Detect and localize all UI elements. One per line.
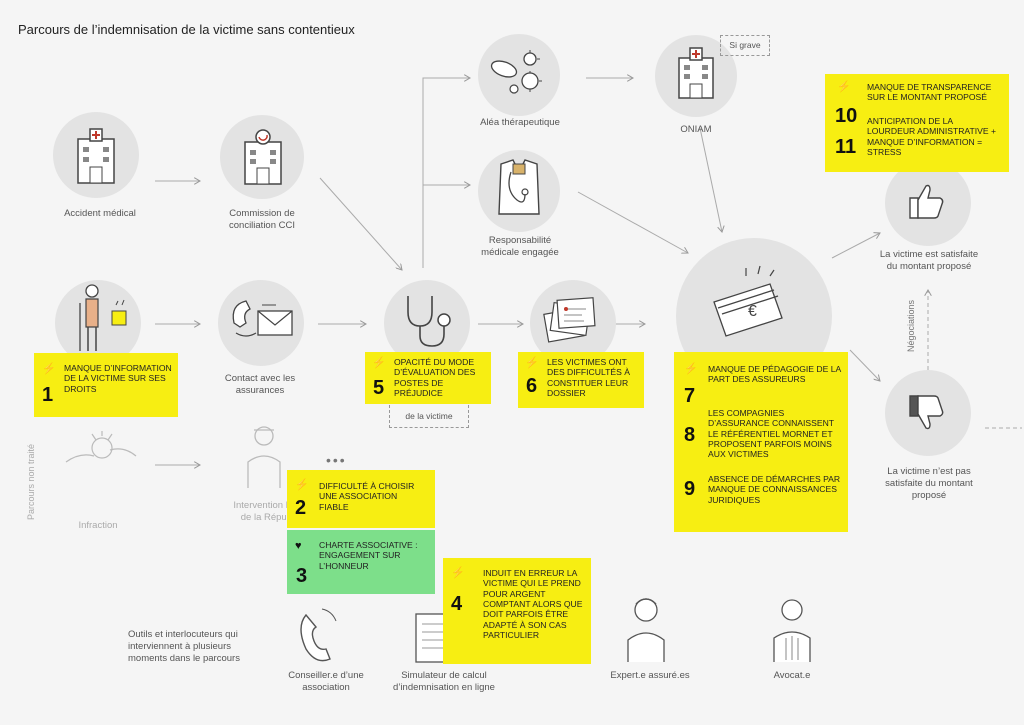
cci-label: Commission de conciliation CCI (229, 208, 295, 231)
pain-text: Les compagnies d’assurance connaissent l… (708, 408, 834, 460)
pain-text: Opacité du mode d’évaluation des postes … (394, 357, 476, 398)
bolt-icon: ⚡ (42, 363, 56, 375)
prosecutor-icon (247, 426, 281, 488)
alea-label: Aléa thérapeutique (480, 117, 560, 128)
pain-number: 11 (835, 136, 857, 158)
pain-point-5: ⚡ 5 Opacité du mode d’évaluation des pos… (365, 352, 491, 404)
thumbs-up-icon (909, 184, 944, 219)
bolt-icon: ⚡ (372, 357, 386, 369)
commission-icon (244, 129, 282, 185)
pain-number: 7 (684, 385, 696, 407)
telephone-icon (300, 608, 337, 662)
bolt-icon: ⚡ (525, 357, 539, 369)
page-title: Parcours de l’indemnisation de la victim… (18, 22, 355, 37)
pain-text: Manque de transparence sur le montant pr… (867, 82, 992, 103)
bolt-icon: ⚡ (295, 479, 309, 491)
positive-number: 3 (296, 565, 308, 587)
negociations-label: Négociations (906, 299, 916, 352)
tool-avocat-label: Avocat.e (773, 670, 811, 681)
contact-label: Contact avec les assurances (224, 373, 296, 396)
bolt-icon: ⚡ (684, 363, 698, 375)
positive-point-3: ♥ 3 Charte associative : engagement sur … (287, 530, 435, 594)
expertise-circle (384, 280, 470, 366)
accident-label: Accident médical (64, 208, 136, 219)
pain-number: 4 (451, 593, 463, 615)
parcours-non-traite-label: Parcours non traité (26, 443, 36, 520)
documents-icon (543, 297, 596, 343)
phone-mail-icon (232, 300, 293, 337)
tool-simulateur-label: Simulateur de calcul d’indemnisation en … (393, 670, 495, 693)
heart-icon: ♥ (295, 540, 302, 552)
pain-text: Anticipation de la lourdeur administrati… (867, 116, 997, 157)
oniam-label: ONIAM (680, 124, 712, 135)
pain-number: 8 (684, 424, 696, 446)
pain-number: 9 (684, 478, 696, 500)
si-grave-note: Si grave (720, 35, 770, 56)
expert-person-icon (627, 598, 665, 662)
intervention-label: Intervention P de la Répub (233, 500, 292, 523)
svg-text:€: € (748, 303, 757, 320)
stethoscope-icon (407, 296, 451, 347)
tool-association-label: Conseiller.e d’une association (288, 670, 364, 693)
money-icon: € (713, 265, 783, 337)
pain-text: Manque d’information de la victime sur s… (64, 363, 172, 394)
not-satisfied-label: La victime n’est pas satisfaite du monta… (885, 466, 973, 501)
pain-points-10-11: ⚡ 10 Manque de transparence sur le monta… (825, 74, 1009, 172)
pain-text: Induit en erreur la victime qui le prend… (483, 568, 583, 640)
pain-point-2: ⚡ 2 Difficulté à choisir une association… (287, 470, 435, 528)
doctor-coat-icon (498, 159, 540, 215)
hospital-icon (678, 47, 714, 99)
pain-number: 5 (373, 377, 385, 399)
pain-number: 6 (526, 375, 538, 397)
tools-intro: Outils et interlocuteurs qui intervienne… (128, 629, 240, 664)
pain-point-1: ⚡ 1 Manque d’information de la victime s… (34, 353, 178, 417)
pain-number: 2 (295, 497, 307, 519)
bacteria-icon (490, 50, 542, 94)
thumbs-down-icon (909, 395, 944, 430)
fight-icon (65, 431, 137, 463)
pain-text: Difficulté à choisir une association fia… (319, 481, 415, 512)
pain-points-7-8-9: ⚡ 7 Manque de pédagogie de la part des a… (674, 352, 848, 532)
injured-person-icon (79, 284, 127, 351)
pain-text: Manque de pédagogie de la part des assur… (708, 364, 841, 385)
hospital-icon (77, 128, 115, 184)
pain-point-4: ⚡ 4 Induit en erreur la victime qui le p… (443, 558, 591, 664)
pain-text: Absence de démarches par manque de conna… (708, 474, 841, 505)
tool-expert-label: Expert.e assuré.es (610, 670, 690, 681)
bolt-icon: ⚡ (451, 567, 465, 579)
satisfied-label: La victime est satisfaite du montant pro… (879, 249, 979, 272)
pain-number: 1 (42, 384, 54, 406)
de-la-victime-note: de la victime (389, 405, 469, 428)
pain-number: 10 (835, 105, 858, 127)
alea-circle (478, 34, 560, 116)
positive-text: Charte associative : engagement sur l’ho… (319, 540, 418, 571)
bolt-icon: ⚡ (837, 81, 851, 93)
infraction-label: Infraction (78, 520, 118, 531)
lawyer-icon (773, 599, 811, 662)
responsabilite-label: Responsabilité médicale engagée (481, 235, 559, 258)
more-dots: ••• (326, 452, 347, 468)
